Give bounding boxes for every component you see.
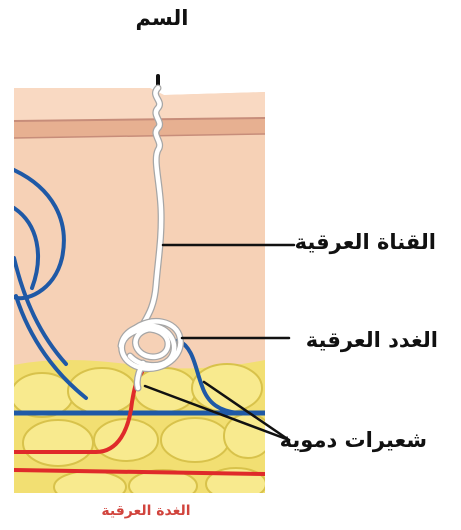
capillaries-label: شعيرات دموية: [287, 428, 427, 452]
top-label: السم: [92, 6, 232, 30]
caption-label: الغدة العرقية: [86, 503, 206, 519]
sweat-gland-label: الغدد العرقية: [293, 328, 438, 352]
sweat-duct-label: القناة العرقية: [300, 230, 436, 254]
